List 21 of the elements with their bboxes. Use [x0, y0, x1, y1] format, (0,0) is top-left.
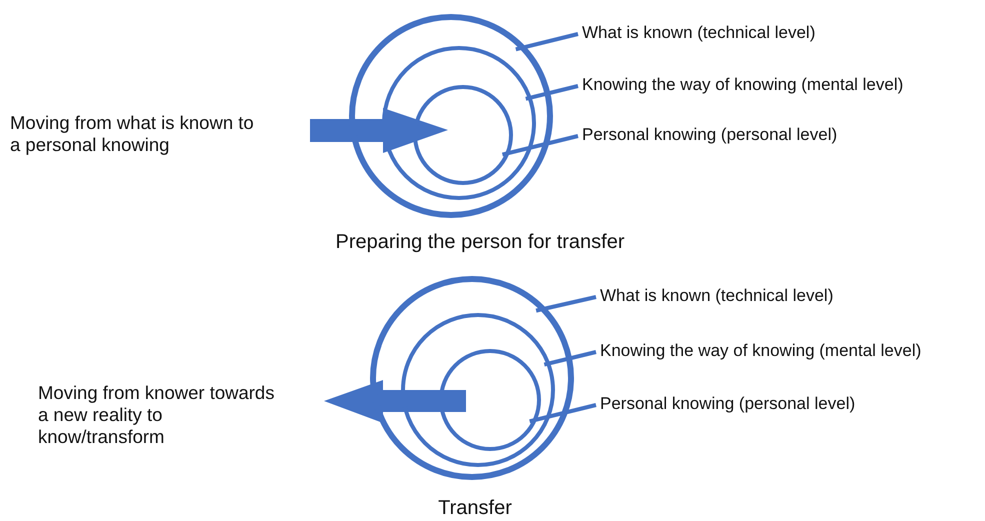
ring-circle	[401, 313, 555, 467]
panel-caption: Preparing the person for transfer	[335, 231, 625, 254]
leader-line	[536, 295, 596, 313]
level-label: Personal knowing (personal level)	[582, 125, 838, 145]
leader-line	[529, 403, 596, 424]
level-label: Personal knowing (personal level)	[600, 394, 856, 414]
leader-line	[525, 84, 578, 101]
level-label: What is known (technical level)	[582, 23, 816, 43]
description-text: Moving from what is known to a personal knowing	[10, 112, 255, 156]
leader-line	[544, 350, 596, 366]
level-label: What is known (technical level)	[600, 286, 834, 306]
ring-circle	[370, 276, 574, 480]
level-label: Knowing the way of knowing (mental level)	[582, 75, 904, 95]
ring-circle	[349, 14, 553, 218]
ring-circle	[382, 46, 536, 200]
panel-caption: Transfer	[438, 497, 512, 520]
level-label: Knowing the way of knowing (mental level)	[600, 341, 922, 361]
ring-circle	[439, 349, 541, 451]
ring-circle	[413, 85, 513, 185]
description-text: Moving from knower towards a new reality to know/transform	[38, 382, 276, 448]
leader-line	[515, 32, 578, 52]
